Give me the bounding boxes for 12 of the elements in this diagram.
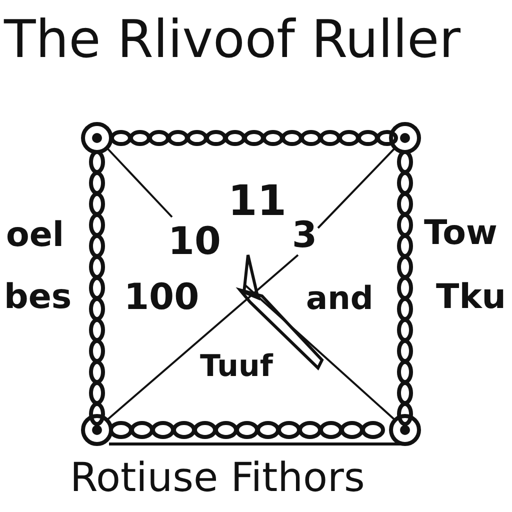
- word-label: Tuuf: [200, 352, 273, 382]
- title: The Rlivoof Ruller: [4, 14, 461, 66]
- side-label: oel: [6, 218, 64, 252]
- number-label: 100: [124, 280, 200, 316]
- word-label: and: [306, 282, 374, 314]
- side-label: bes: [4, 280, 72, 314]
- number-label: 11: [228, 180, 286, 222]
- number-label: 10: [168, 222, 221, 260]
- side-label: Tow: [424, 216, 498, 250]
- side-label: Tku: [436, 280, 506, 314]
- caption: Rotiuse Fithors: [70, 458, 365, 498]
- number-label: 3: [292, 218, 318, 254]
